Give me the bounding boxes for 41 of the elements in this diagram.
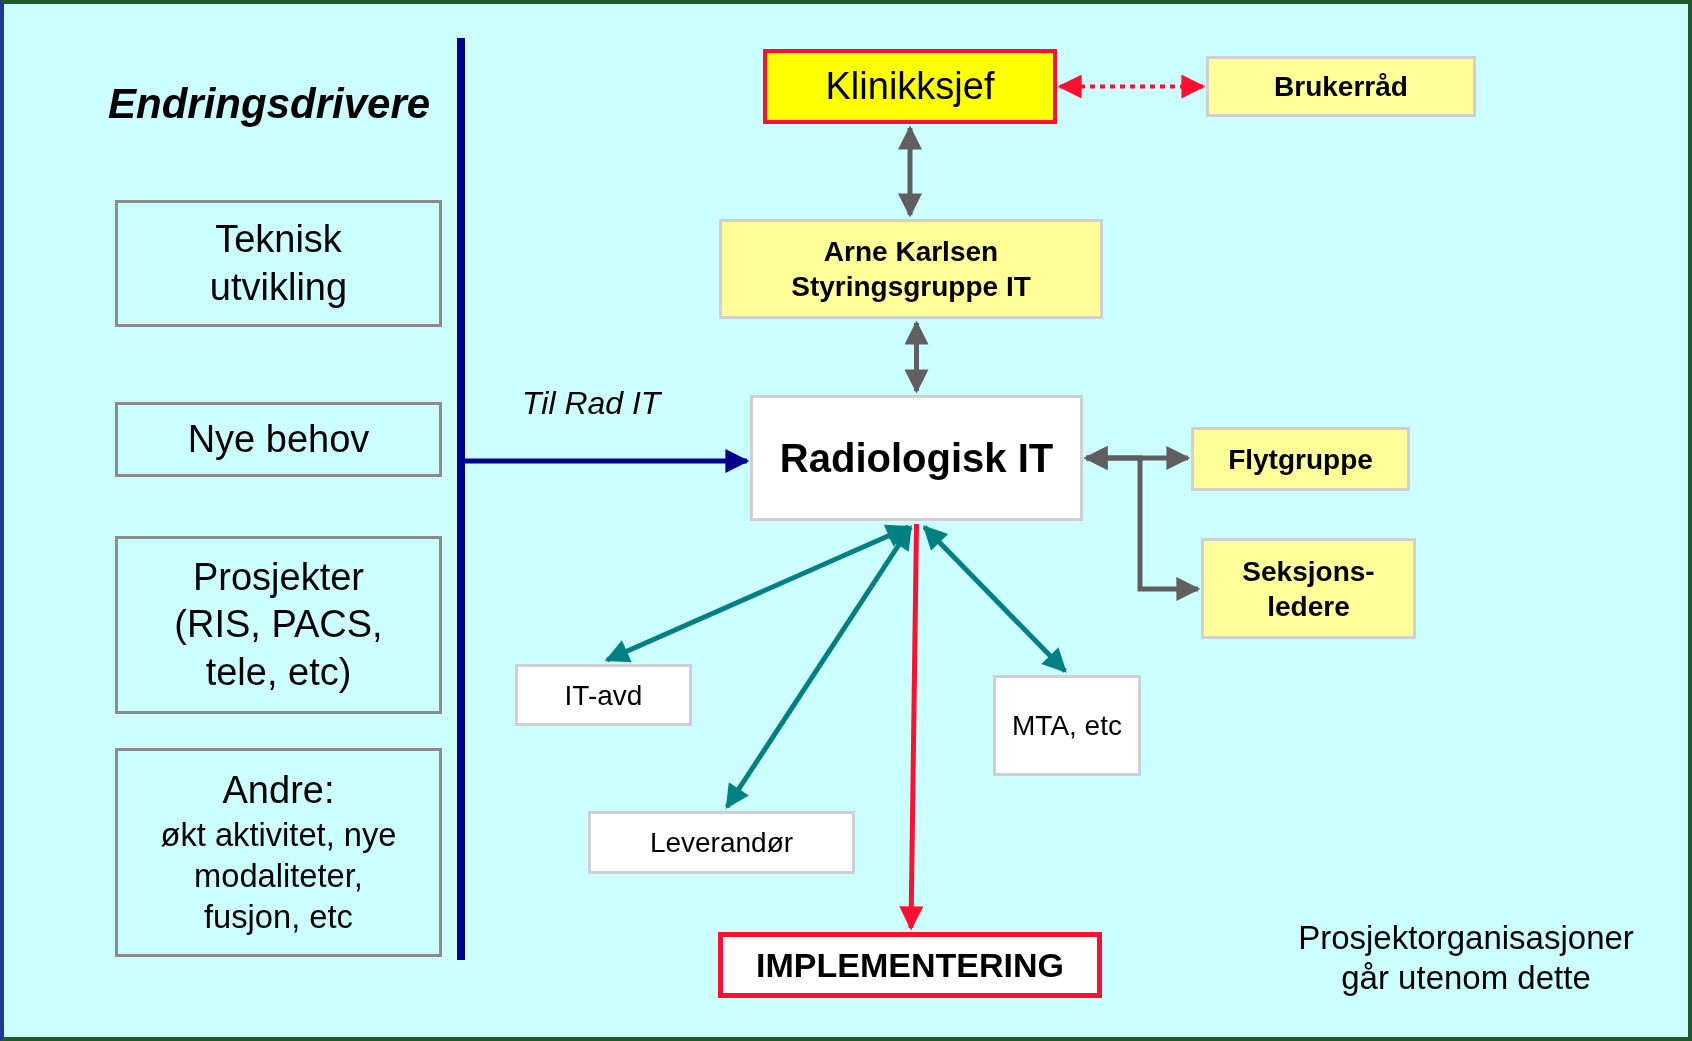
group-box [719, 219, 1103, 319]
box-label: Leverandør [649, 826, 794, 860]
box-label: IMPLEMENTERING [756, 944, 1064, 986]
driver-box [115, 200, 442, 327]
arrow [899, 523, 924, 931]
box-label: Radiologisk IT [779, 435, 1054, 482]
box-label: Andre: [222, 768, 335, 814]
box-label: MTA, etc [1012, 709, 1122, 743]
chief-box [763, 49, 1057, 124]
box-label: IT-avd [564, 678, 643, 713]
arrow [898, 125, 922, 218]
arrow [724, 525, 913, 809]
arrow [1057, 74, 1206, 99]
box-label: Prosjekter (RIS, PACS, tele, etc) [173, 554, 384, 695]
arrow [922, 525, 1067, 673]
box-label: Klinikksjef [825, 63, 995, 109]
box-label: Arne Karlsen Styringsgruppe IT [790, 235, 1032, 304]
arrow [904, 320, 929, 394]
group-box [1201, 538, 1416, 639]
note-text: Prosjektorganisasjoner går utenom dette [1297, 918, 1635, 998]
unit-box [588, 811, 855, 874]
driver-box [115, 748, 442, 957]
driver-box [115, 536, 442, 714]
main-box [750, 395, 1083, 521]
box-label: Nye behov [187, 416, 370, 462]
arrow [462, 449, 750, 473]
unit-box [515, 664, 692, 726]
box-label: Flytgruppe [1228, 442, 1373, 477]
diagram-title: Endringsdrivere [108, 80, 431, 128]
unit-box [993, 675, 1141, 776]
box-label: Seksjons- ledere [1241, 554, 1376, 624]
arrow [604, 524, 911, 663]
implementation-box [718, 932, 1102, 998]
arrow [1083, 446, 1201, 601]
group-box [1191, 427, 1410, 491]
box-label: Teknisk utvikling [208, 217, 349, 310]
group-box [1206, 56, 1476, 117]
box-description: økt aktivitet, nye modaliteter, fusjon, etc [159, 814, 398, 937]
box-label: Brukerråd [1274, 70, 1408, 104]
driver-box [115, 402, 442, 477]
vertical-bar [457, 38, 465, 960]
